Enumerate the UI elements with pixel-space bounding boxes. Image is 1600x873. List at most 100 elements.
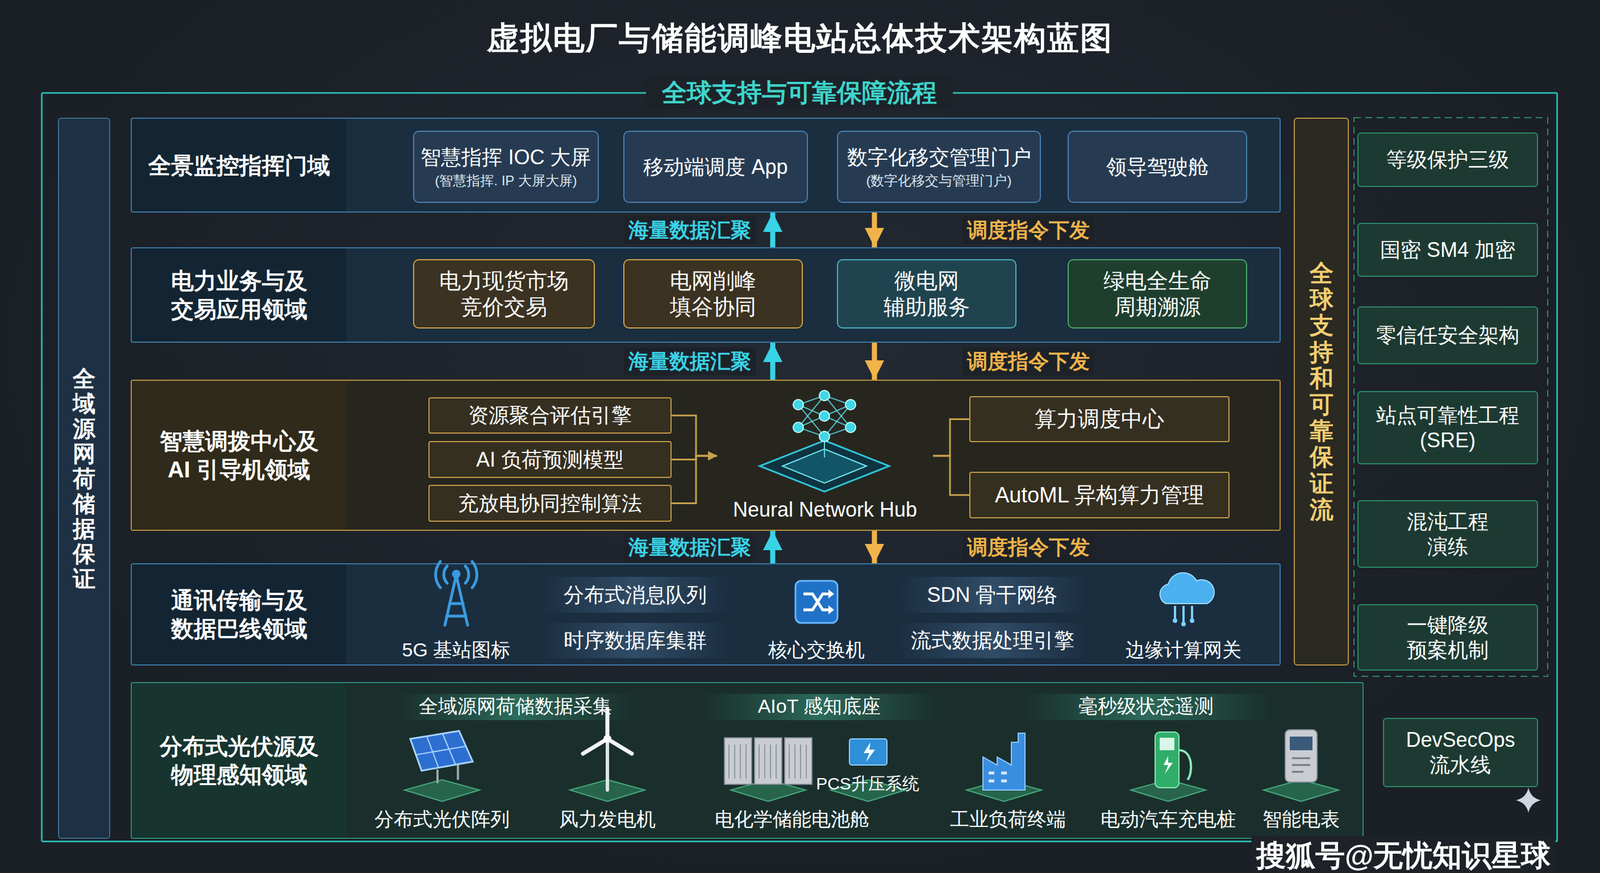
box-label: DevSecOps 流水线 <box>1405 727 1515 778</box>
net-link <box>798 395 825 428</box>
core-switch-icon <box>795 580 838 623</box>
label-wrap: 边缘计算网关 <box>1125 636 1242 664</box>
band-title: 全景监控指挥门域 <box>148 151 331 180</box>
icon-caption: 电动汽车充电桩 <box>1100 806 1236 833</box>
label-wrap: 全域源网荷储数据采集 <box>418 693 612 720</box>
edge-label-wrap: 海量数据汇聚 <box>623 215 756 244</box>
band-title: 分布式光伏源及 物理感知领域 <box>159 731 319 789</box>
box-label: 混沌工程 演练 <box>1406 509 1489 560</box>
edge-label-wrap: 调度指令下发 <box>962 215 1095 244</box>
portal-box: 领导驾驶舱 <box>1067 130 1248 203</box>
net-neuron <box>819 390 830 401</box>
bus-strip: 流式数据处理引擎 <box>897 622 1087 658</box>
engine-box: AutoML 异构算力管理 <box>969 471 1230 519</box>
label-wrap: 工业负荷终端 <box>950 806 1066 833</box>
net-link <box>798 415 825 428</box>
label-wrap: 核心交换机 <box>768 636 865 664</box>
edge-label: 海量数据汇聚 <box>623 215 756 244</box>
neural-hub-chip <box>759 390 890 492</box>
layer-band: 电力现货市场 竞价交易电网削峰 填谷协同微电网 辅助服务绿电全生命 周期溯源电力… <box>130 247 1281 343</box>
icon-caption: 风力发电机 <box>559 806 656 833</box>
engine-box: 资源聚合评估引擎 <box>428 397 672 434</box>
link-line <box>932 419 970 457</box>
industrial-load-icon <box>982 732 1025 790</box>
edge-label: 调度指令下发 <box>962 347 1095 375</box>
net-link <box>823 436 825 458</box>
icon-platform <box>1263 779 1339 802</box>
icon-platform <box>730 779 806 802</box>
box-label: 数字化移交管理门户 <box>847 144 1032 170</box>
box-subtitle: (数字化移交与管理门户) <box>866 172 1012 189</box>
side-bar: 全域源网荷储据保证 <box>57 117 111 839</box>
edge-label: 调度指令下发 <box>962 532 1095 561</box>
net-link <box>798 395 825 405</box>
engine-box: 算力调度中心 <box>969 396 1230 443</box>
net-link <box>824 415 851 428</box>
portal-box: 数字化移交管理门户 (数字化移交与管理门户) <box>836 130 1041 203</box>
security-dashed-frame <box>1353 117 1548 677</box>
box-label: 一键降级 预案机制 <box>1406 612 1489 663</box>
box-label: 绿电全生命 周期溯源 <box>1103 267 1212 321</box>
flow-arrow <box>872 530 878 564</box>
flow-arrow <box>770 342 776 380</box>
frame-heading-wrap: 全球支持与可靠保障流程 <box>42 76 1557 109</box>
band-title: 智慧调拨中心及 AI 引导机领域 <box>153 426 325 484</box>
band-header: 分布式光伏源及 物理感知领域 <box>131 682 347 838</box>
watermark-star <box>1515 787 1541 813</box>
service-box: 绿电全生命 周期溯源 <box>1067 259 1248 329</box>
edge-label-wrap: 调度指令下发 <box>962 347 1095 375</box>
wind-turbine-icon <box>582 709 632 790</box>
box-label: Neural Network Hub <box>732 497 918 523</box>
box-label: 算力调度中心 <box>1034 405 1165 432</box>
box-label: SDN 骨干网络 <box>926 582 1058 608</box>
box-label: 移动端调度 App <box>643 154 788 180</box>
box-label: 国密 SM4 加密 <box>1380 237 1516 263</box>
box-label: 领导驾驶舱 <box>1106 154 1209 180</box>
label-wrap: PCS升压系统 <box>815 772 920 796</box>
net-link <box>824 395 851 405</box>
hub-node: Neural Network Hub <box>717 385 933 526</box>
solar-array-icon <box>410 730 473 783</box>
box-label: 流式数据处理引擎 <box>910 627 1075 653</box>
net-link <box>824 395 851 428</box>
watermark: 搜狐号@无忧知识星球 <box>1251 835 1556 873</box>
edge-label: 海量数据汇聚 <box>623 347 756 375</box>
label-wrap: 毫秒级状态遥测 <box>1078 693 1214 720</box>
box-label: 全球支持与可靠保障流程 <box>646 76 953 109</box>
box-label: 时序数据库集群 <box>563 627 707 653</box>
security-box: 混沌工程 演练 <box>1357 500 1539 568</box>
box-label: 智慧指挥 IOC 大屏 <box>420 144 591 170</box>
net-link <box>824 404 851 416</box>
band-header: 电力业务与及 交易应用领域 <box>131 248 347 342</box>
icon-caption: 5G 基站图标 <box>402 636 511 664</box>
icon-platform <box>569 779 645 802</box>
edge-label-wrap: 海量数据汇聚 <box>623 532 756 561</box>
service-box: 微电网 辅助服务 <box>836 259 1017 329</box>
security-box: 站点可靠性工程 (SRE) <box>1357 390 1539 465</box>
net-link <box>798 404 825 437</box>
label-wrap: 搜狐号@无忧知识星球 <box>1251 835 1556 873</box>
layer-band: 分布式消息队列时序数据库集群SDN 骨干网络流式数据处理引擎通讯传输与及 数据巴… <box>130 563 1281 666</box>
layer-band: 智慧指挥 IOC 大屏(智慧指挥. IP 大屏大屏)移动端调度 App数字化移交… <box>130 117 1281 213</box>
icon-caption: PCS升压系统 <box>815 772 920 796</box>
flow-arrow <box>770 530 776 564</box>
box-label: 等级保护三级 <box>1386 147 1510 173</box>
diagram-title: 虚拟电厂与储能调峰电站总体技术架构蓝图 <box>486 17 1114 61</box>
bus-strip: SDN 骨干网络 <box>897 576 1087 613</box>
layer-band: 资源聚合评估引擎 AI 负荷预测模型充放电协同控制算法 Neural Network… <box>130 379 1281 531</box>
box-label: 资源聚合评估引擎 <box>468 402 632 428</box>
icon-caption: 智能电表 <box>1262 806 1340 833</box>
edge-gateway-icon <box>1160 572 1215 627</box>
box-label: 充放电协同控制算法 <box>457 490 643 516</box>
link-line <box>671 455 718 460</box>
security-box: 零信任安全架构 <box>1357 306 1539 365</box>
ev-charger-icon <box>1155 731 1191 788</box>
link-line <box>671 415 718 456</box>
edge-label: 调度指令下发 <box>962 215 1095 244</box>
strip-label: AIoT 感知底座 <box>757 693 882 720</box>
net-neuron <box>793 399 804 410</box>
engine-box: AI 负荷预测模型 <box>428 440 672 478</box>
edge-label-wrap: 调度指令下发 <box>962 532 1095 561</box>
outer-frame: 全域源网荷储据保证智慧指挥 IOC 大屏(智慧指挥. IP 大屏大屏)移动端调度… <box>40 92 1558 843</box>
label-wrap: AIoT 感知底座 <box>757 693 882 720</box>
